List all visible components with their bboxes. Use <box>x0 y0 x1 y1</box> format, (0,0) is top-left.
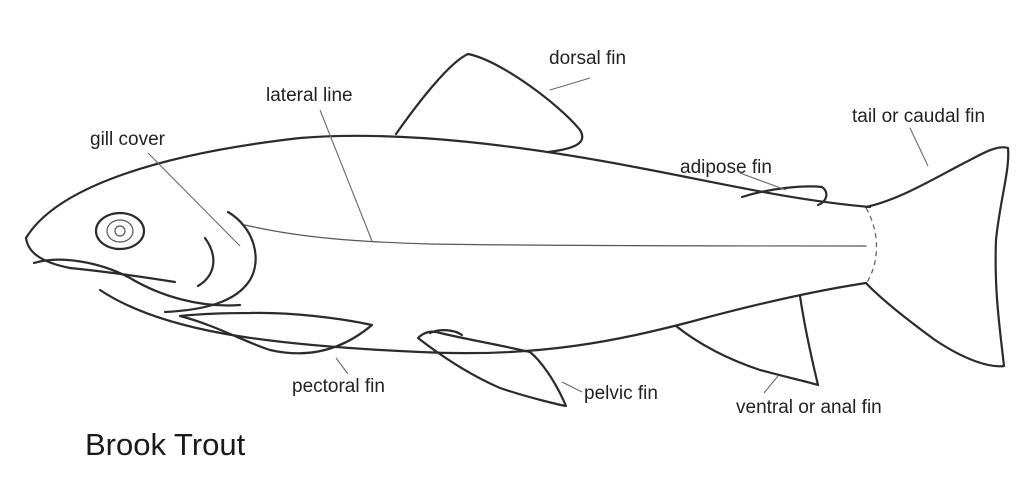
label-pelvic-fin: pelvic fin <box>584 383 658 404</box>
label-pectoral-fin: pectoral fin <box>292 376 385 397</box>
label-lateral-line: lateral line <box>266 85 353 106</box>
tail-fin-shape <box>864 146 1010 368</box>
eye-iris <box>106 219 134 243</box>
pelvic-fin-base <box>428 329 464 337</box>
label-anal-fin: ventral or anal fin <box>736 397 882 418</box>
fish-lower-jaw <box>32 258 242 307</box>
fish-drawing <box>24 52 1010 408</box>
labels: dorsal fin lateral line gill cover tail … <box>85 48 985 462</box>
pectoral-fin-shape <box>178 311 374 355</box>
fish-upper-jaw <box>24 236 177 284</box>
gill-cover-inner <box>196 236 215 288</box>
anal-fin-leader <box>763 375 779 394</box>
dorsal-fin-leader <box>549 77 591 91</box>
pelvic-fin-leader <box>561 381 583 393</box>
tail-base-dashed <box>865 207 878 285</box>
eye-outer <box>94 211 146 251</box>
label-adipose-fin: adipose fin <box>680 157 772 178</box>
gill-cover-leader <box>147 152 241 247</box>
adipose-fin-leader <box>739 172 787 191</box>
dorsal-fin-shape <box>394 52 584 154</box>
lateral-line-leader <box>319 109 373 242</box>
label-dorsal-fin: dorsal fin <box>549 48 626 69</box>
adipose-fin-shape <box>740 185 828 207</box>
pelvic-fin-shape <box>416 330 568 408</box>
anal-fin-shape <box>674 294 820 387</box>
label-tail-fin: tail or caudal fin <box>852 106 985 127</box>
eye-pupil <box>114 225 126 237</box>
pectoral-fin-leader <box>335 357 349 375</box>
fish-body-lower-outline <box>98 281 868 355</box>
gill-cover-outline <box>163 210 257 314</box>
label-gill-cover: gill cover <box>90 129 166 150</box>
leader-lines <box>147 77 929 394</box>
tail-fin-leader <box>909 127 929 167</box>
lateral-line-stroke <box>244 224 867 247</box>
diagram-title: Brook Trout <box>85 427 246 462</box>
fish-body-upper-outline <box>24 134 872 240</box>
